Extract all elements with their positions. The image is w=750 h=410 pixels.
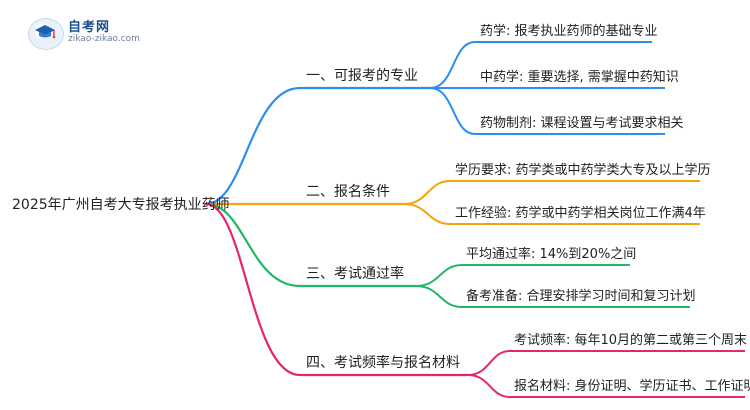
branch-2-leaf-2-curve [403,203,700,225]
logo-emblem [28,18,64,50]
branch-2-label[interactable]: 二、报名条件 [306,184,390,200]
branch-3-leaf-1[interactable]: 平均通过率: 14%到20%之间 [466,247,637,262]
logo-url: zikao-zikao.com [68,34,140,44]
root-topic[interactable]: 2025年广州自考大专报考执业药师 [12,197,230,213]
branch-1-leaf-2[interactable]: 中药学: 重要选择, 需掌握中药知识 [480,70,679,85]
branch-1-leaf-3[interactable]: 药物制剂: 课程设置与考试要求相关 [480,116,684,131]
branch-2-leaf-1-curve [403,180,700,205]
branch-1-label[interactable]: 一、可报考的专业 [306,68,418,84]
branch-3-leaf-2-curve [415,285,690,308]
branch-4-label[interactable]: 四、考试频率与报名材料 [306,355,460,371]
branch-3-leaf-2[interactable]: 备考准备: 合理安排学习时间和复习计划 [466,289,696,304]
branch-4-leaf-1-curve [467,350,745,376]
branch-3-curve [205,202,416,288]
branch-4-curve [205,202,468,377]
branch-3-leaf-1-curve [415,264,630,287]
branch-1-curve [205,86,430,206]
branch-4-leaf-2[interactable]: 报名材料: 身份证明、学历证书、工作证明 [514,379,750,394]
branch-1-leaf-1-curve [429,41,652,89]
branch-4-leaf-1[interactable]: 考试频率: 每年10月的第二或第三个周末 [514,333,748,348]
branch-1-leaf-1[interactable]: 药学: 报考执业药师的基础专业 [480,24,658,39]
branch-3-label[interactable]: 三、考试通过率 [306,266,404,282]
logo-name: 自考网 [68,20,111,35]
site-logo[interactable]: 自考网 zikao-zikao.com [28,14,168,54]
branch-4-leaf-2-curve [467,374,745,398]
branch-2-leaf-2[interactable]: 工作经验: 药学或中药学相关岗位工作满4年 [455,206,706,221]
branch-1-leaf-3-curve [429,87,665,135]
branch-2-leaf-1[interactable]: 学历要求: 药学类或中药学类大专及以上学历 [455,163,711,178]
graduation-cap-icon [35,25,56,39]
